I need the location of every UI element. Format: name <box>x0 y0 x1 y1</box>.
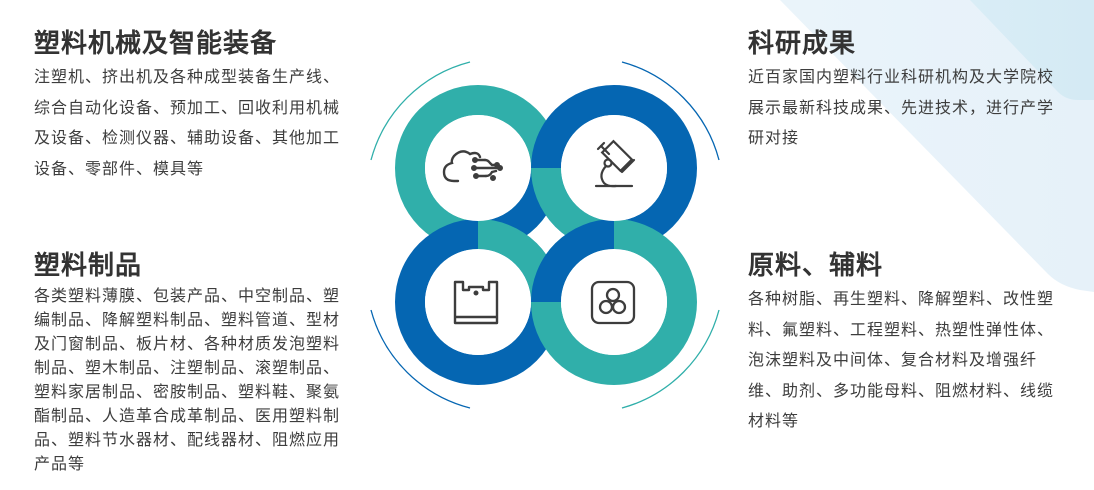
section-body: 注塑机、挤出机及各种成型装备生产线、综合自动化设备、预加工、回收利用机械及设备、… <box>34 67 341 178</box>
section-body: 各种树脂、再生塑料、降解塑料、改性塑料、氟塑料、工程塑料、热塑性弹性体、泡沫塑料… <box>748 289 1055 430</box>
section-body: 各类塑料薄膜、包装产品、中空制品、塑编制品、降解塑料制品、塑料管道、型材及门窗制… <box>34 286 341 473</box>
section-products: 塑料制品 各类塑料薄膜、包装产品、中空制品、塑编制品、降解塑料制品、塑料管道、型… <box>34 248 346 476</box>
section-body: 近百家国内塑料行业科研机构及大学院校展示最新科技成果、先进技术，进行产学研对接 <box>748 67 1055 147</box>
microscope-icon <box>594 139 636 188</box>
cloud-circuit-icon <box>442 150 504 183</box>
plastic-bag-icon <box>453 280 499 325</box>
section-research: 科研成果 近百家国内塑料行业科研机构及大学院校展示最新科技成果、先进技术，进行产… <box>748 26 1066 154</box>
resin-pellets-icon <box>590 280 636 325</box>
outer-arcs <box>370 61 720 409</box>
section-title: 塑料制品 <box>34 251 143 281</box>
section-materials: 原料、辅料 各种树脂、再生塑料、降解塑料、改性塑料、氟塑料、工程塑料、热塑性弹性… <box>748 248 1066 437</box>
section-title: 塑料机械及智能装备 <box>34 29 278 59</box>
section-title: 原料、辅料 <box>748 251 884 281</box>
section-machinery: 塑料机械及智能装备 注塑机、挤出机及各种成型装备生产线、综合自动化设备、预加工、… <box>34 26 346 184</box>
section-title: 科研成果 <box>748 29 857 59</box>
